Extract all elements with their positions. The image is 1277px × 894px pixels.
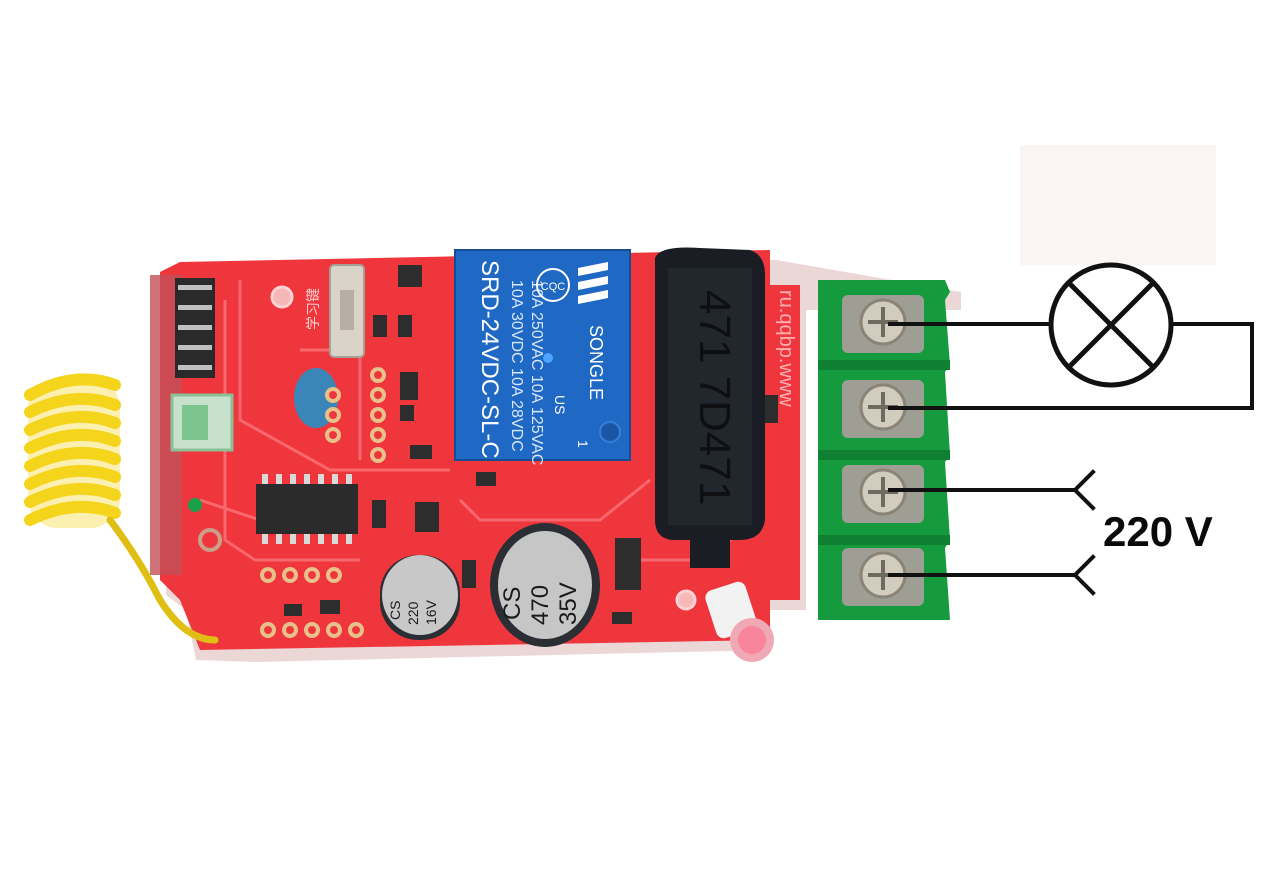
green-led [188,498,202,512]
smd-components [284,265,778,624]
capacitor-large: CS 470 35V [490,523,600,647]
voltage-label: 220 V [1103,508,1213,555]
coil-inductor [198,528,222,552]
relay: 10A 250VAC 10A 125VAC 10A 30VDC 10A 28VD… [454,249,631,465]
varistor: 471 7D471 [655,247,765,568]
relay-hole [599,421,621,443]
mounting-hole [270,285,294,309]
us-mark: US [552,395,568,414]
silkscreen-url: ru.qqbp.www [775,290,797,407]
relay-dot [543,353,553,363]
cqc-mark-text: CQC [541,281,566,293]
ic-chip [256,474,358,544]
cap-large-brand: CS [499,587,526,620]
antenna-coil [24,373,219,644]
cap-small-value: 220 [405,601,421,625]
lamp-icon [1048,262,1174,388]
relay-rating-2: 10A 30VDC 10A 28VDC [508,280,525,452]
silkscreen-text: 学习键 [305,288,321,330]
relay-pin-number: 1 [575,440,591,448]
relay-model: SRD-24VDC-SL-C [476,260,503,459]
supply-plug-1 [1072,469,1096,511]
background-reflection [1020,145,1216,265]
cqc-mark [536,268,570,302]
cap-small-voltage: 16V [423,599,439,625]
cap-small-brand: CS [387,601,403,620]
relay-rating-1: 10A 250VAC 10A 125VAC [528,280,545,465]
screw-terminal-block [818,280,950,620]
mounting-hole [675,589,697,611]
cap-large-value: 470 [527,585,554,625]
learn-button-cap [340,290,354,330]
solder-pads [260,367,386,638]
relay-brand: SONGLE [586,325,606,400]
dip-switch-knob [182,405,208,440]
wire-lamp-return [888,322,1254,410]
red-led [705,581,774,662]
cap-large-voltage: 35V [555,582,582,625]
songle-logo [578,262,608,304]
capacitor-small: CS 220 16V [380,555,460,640]
wiring-diagram [888,322,1254,596]
varistor-marking: 471 7D471 [690,290,739,505]
header-pins [178,285,212,370]
varistor-leg [690,540,730,568]
supply-plug-2 [1072,554,1096,596]
